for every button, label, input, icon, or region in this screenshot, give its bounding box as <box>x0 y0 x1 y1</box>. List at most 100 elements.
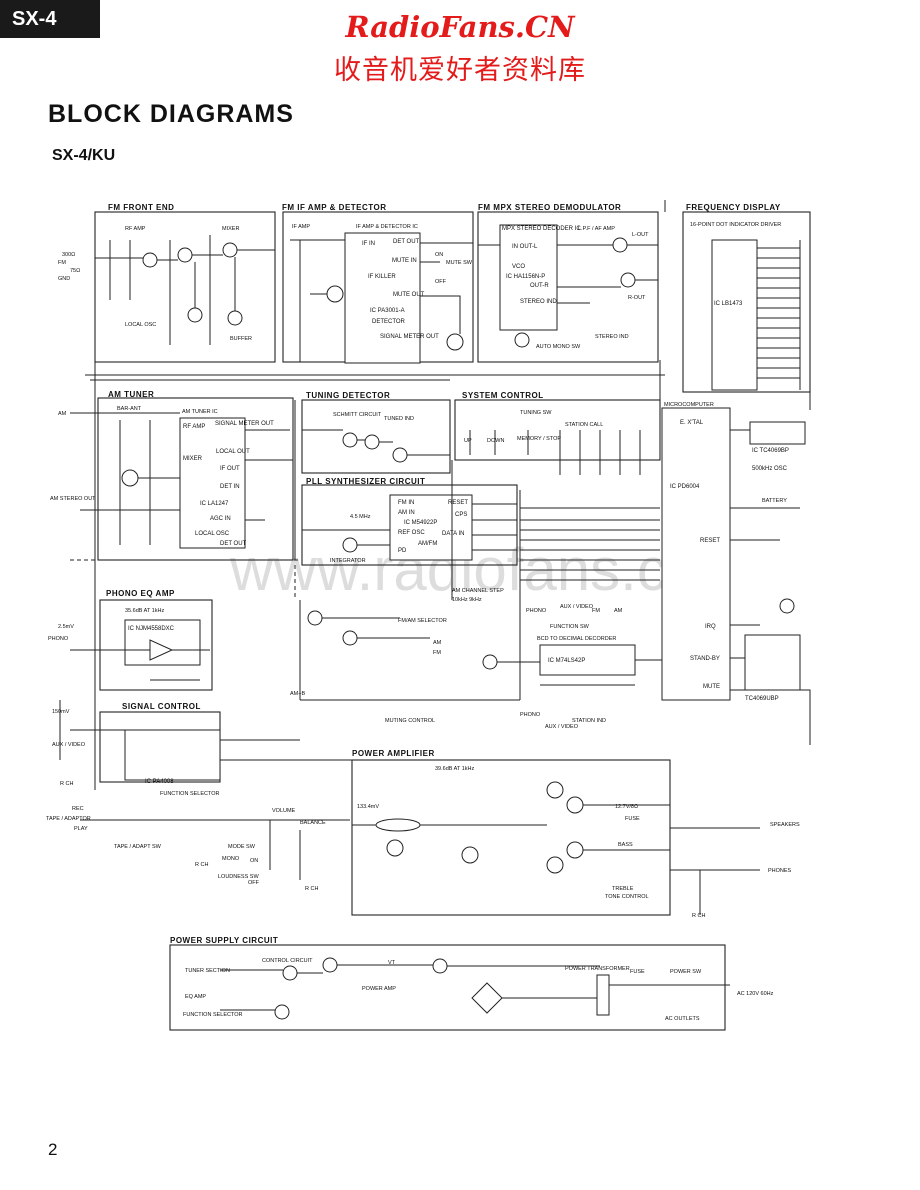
svg-text:DET OUT: DET OUT <box>220 541 247 547</box>
svg-text:AUX / VIDEO: AUX / VIDEO <box>52 742 86 748</box>
svg-text:IC PA3001-A: IC PA3001-A <box>370 308 405 314</box>
svg-text:35.6dB AT 1kHz: 35.6dB AT 1kHz <box>125 608 164 614</box>
svg-text:POWER TRANSFORMER: POWER TRANSFORMER <box>565 966 630 972</box>
svg-text:STATION IND: STATION IND <box>572 718 606 724</box>
svg-text:AM CHANNEL STEP: AM CHANNEL STEP <box>452 588 504 594</box>
svg-text:FM: FM <box>58 260 66 266</box>
fm-mpx-label: FM MPX STEREO DEMODULATOR <box>478 203 621 212</box>
svg-text:MUTE OUT: MUTE OUT <box>393 292 425 298</box>
svg-text:10kHz 9kHz: 10kHz 9kHz <box>452 597 482 603</box>
svg-text:TUNED IND: TUNED IND <box>384 416 414 422</box>
svg-text:R CH: R CH <box>305 886 318 892</box>
tuning-detector-block: TUNING DETECTOR SCHMITT CIRCUIT TUNED IN… <box>301 391 451 474</box>
svg-text:ON: ON <box>435 252 443 258</box>
svg-text:DET IN: DET IN <box>220 484 240 490</box>
svg-text:ON: ON <box>250 858 258 864</box>
power-supply-label: POWER SUPPLY CIRCUIT <box>170 936 278 945</box>
svg-text:EQ AMP: EQ AMP <box>185 994 206 1000</box>
svg-text:OUT-R: OUT-R <box>530 283 549 289</box>
svg-text:RF AMP: RF AMP <box>125 226 146 232</box>
svg-text:FM IN: FM IN <box>398 500 414 506</box>
svg-text:R CH: R CH <box>195 862 208 868</box>
system-control-label: SYSTEM CONTROL <box>462 391 544 400</box>
fm-if-block: FM IF AMP & DETECTOR IF AMP IF AMP & DET… <box>282 203 474 364</box>
svg-text:VCO: VCO <box>512 264 525 270</box>
svg-text:VOLUME: VOLUME <box>272 808 296 814</box>
svg-text:BCD TO DECIMAL DECORDER: BCD TO DECIMAL DECORDER <box>537 636 616 642</box>
svg-text:PHONO: PHONO <box>520 712 541 718</box>
signal-control-label: SIGNAL CONTROL <box>122 702 201 711</box>
svg-text:FUNCTION SELECTOR: FUNCTION SELECTOR <box>183 1012 243 1018</box>
svg-text:IN OUT-L: IN OUT-L <box>512 244 538 250</box>
svg-text:DOWN: DOWN <box>487 438 504 444</box>
svg-text:STEREO IND: STEREO IND <box>520 299 557 305</box>
svg-text:FUSE: FUSE <box>625 816 640 822</box>
svg-text:DATA IN: DATA IN <box>442 531 464 537</box>
freq-display-block: FREQUENCY DISPLAY 16-POINT DOT INDICATOR… <box>682 203 811 393</box>
svg-text:IC LA1247: IC LA1247 <box>200 501 229 507</box>
svg-text:IC NJM4558DXC: IC NJM4558DXC <box>128 626 175 632</box>
svg-text:16-POINT DOT INDICATOR DRIVER: 16-POINT DOT INDICATOR DRIVER <box>690 222 781 228</box>
svg-text:IC PA4008: IC PA4008 <box>145 779 174 785</box>
page-title: BLOCK DIAGRAMS <box>48 100 294 128</box>
power-amp-label: POWER AMPLIFIER <box>352 749 435 758</box>
svg-text:TUNER SECTION: TUNER SECTION <box>185 968 230 974</box>
svg-text:TREBLE: TREBLE <box>612 886 634 892</box>
power-supply-block: POWER SUPPLY CIRCUIT TUNER SECTION CONTR… <box>169 936 774 1031</box>
svg-text:MIXER: MIXER <box>222 226 239 232</box>
svg-text:IC M74LS42P: IC M74LS42P <box>548 658 585 664</box>
svg-text:PHONO: PHONO <box>526 608 547 614</box>
svg-text:BATTERY: BATTERY <box>762 498 787 504</box>
page-number: 2 <box>48 1140 58 1159</box>
am-tuner-block: AM TUNER AM BAR-ANT AM TUNER IC RF AMP M… <box>50 390 294 561</box>
svg-text:4.5 MHz: 4.5 MHz <box>350 514 371 520</box>
svg-text:12.7V/8Ω: 12.7V/8Ω <box>615 804 638 810</box>
svg-text:IC LB1473: IC LB1473 <box>714 301 743 307</box>
power-amp-block: POWER AMPLIFIER 39.6dB AT 1kHz 133.4mV 1… <box>351 749 800 919</box>
svg-text:VT: VT <box>388 960 396 966</box>
phono-eq-block: PHONO EQ AMP 35.6dB AT 1kHz IC NJM4558DX… <box>48 589 213 691</box>
svg-text:AGC IN: AGC IN <box>210 516 231 522</box>
svg-text:R-OUT: R-OUT <box>628 295 646 301</box>
svg-text:IF AMP: IF AMP <box>292 224 310 230</box>
microcomputer-block: MICROCOMPUTER E. X'TAL IC PD6004 RESET I… <box>520 402 811 745</box>
freq-display-label: FREQUENCY DISPLAY <box>686 203 781 212</box>
svg-text:AM IN: AM IN <box>398 510 415 516</box>
signal-control-block: SIGNAL CONTROL IC PA4008 FUNCTION SELECT… <box>46 700 350 892</box>
svg-text:AM+B: AM+B <box>290 691 305 697</box>
svg-text:STEREO IND: STEREO IND <box>595 334 629 340</box>
svg-text:DETECTOR: DETECTOR <box>372 319 406 325</box>
page-subtitle: SX-4/KU <box>52 147 116 164</box>
svg-text:STAND-BY: STAND-BY <box>690 656 720 662</box>
am-tuner-label: AM TUNER <box>108 390 154 399</box>
svg-text:AM: AM <box>58 411 67 417</box>
svg-text:IF KILLER: IF KILLER <box>368 274 396 280</box>
svg-text:AC 120V 60Hz: AC 120V 60Hz <box>737 991 774 997</box>
svg-text:AM/FM: AM/FM <box>418 541 437 547</box>
svg-text:MUTE: MUTE <box>703 684 720 690</box>
svg-text:REC: REC <box>72 806 84 812</box>
svg-text:FM: FM <box>433 650 441 656</box>
svg-text:MODE SW: MODE SW <box>228 844 256 850</box>
svg-text:2.5mV: 2.5mV <box>58 624 74 630</box>
svg-text:CONTROL CIRCUIT: CONTROL CIRCUIT <box>262 958 313 964</box>
svg-text:STATION CALL: STATION CALL <box>565 422 603 428</box>
svg-text:MONO: MONO <box>222 856 240 862</box>
svg-text:MUTING CONTROL: MUTING CONTROL <box>385 718 435 724</box>
svg-text:133.4mV: 133.4mV <box>357 804 379 810</box>
svg-text:RF AMP: RF AMP <box>183 424 205 430</box>
svg-text:POWER SW: POWER SW <box>670 969 702 975</box>
tuning-detector-label: TUNING DETECTOR <box>306 391 390 400</box>
svg-text:AM STEREO OUT: AM STEREO OUT <box>50 496 96 502</box>
svg-text:LOCAL OSC: LOCAL OSC <box>125 322 156 328</box>
svg-text:300Ω: 300Ω <box>62 252 75 258</box>
svg-text:LOCAL OSC: LOCAL OSC <box>195 531 230 537</box>
svg-text:R CH: R CH <box>692 913 705 919</box>
svg-text:IF IN: IF IN <box>362 241 375 247</box>
svg-text:CPS: CPS <box>455 512 467 518</box>
svg-text:BALANCE: BALANCE <box>300 820 326 826</box>
svg-text:POWER AMP: POWER AMP <box>362 986 396 992</box>
svg-text:MUTE SW: MUTE SW <box>446 260 473 266</box>
svg-text:BAR-ANT: BAR-ANT <box>117 406 142 412</box>
